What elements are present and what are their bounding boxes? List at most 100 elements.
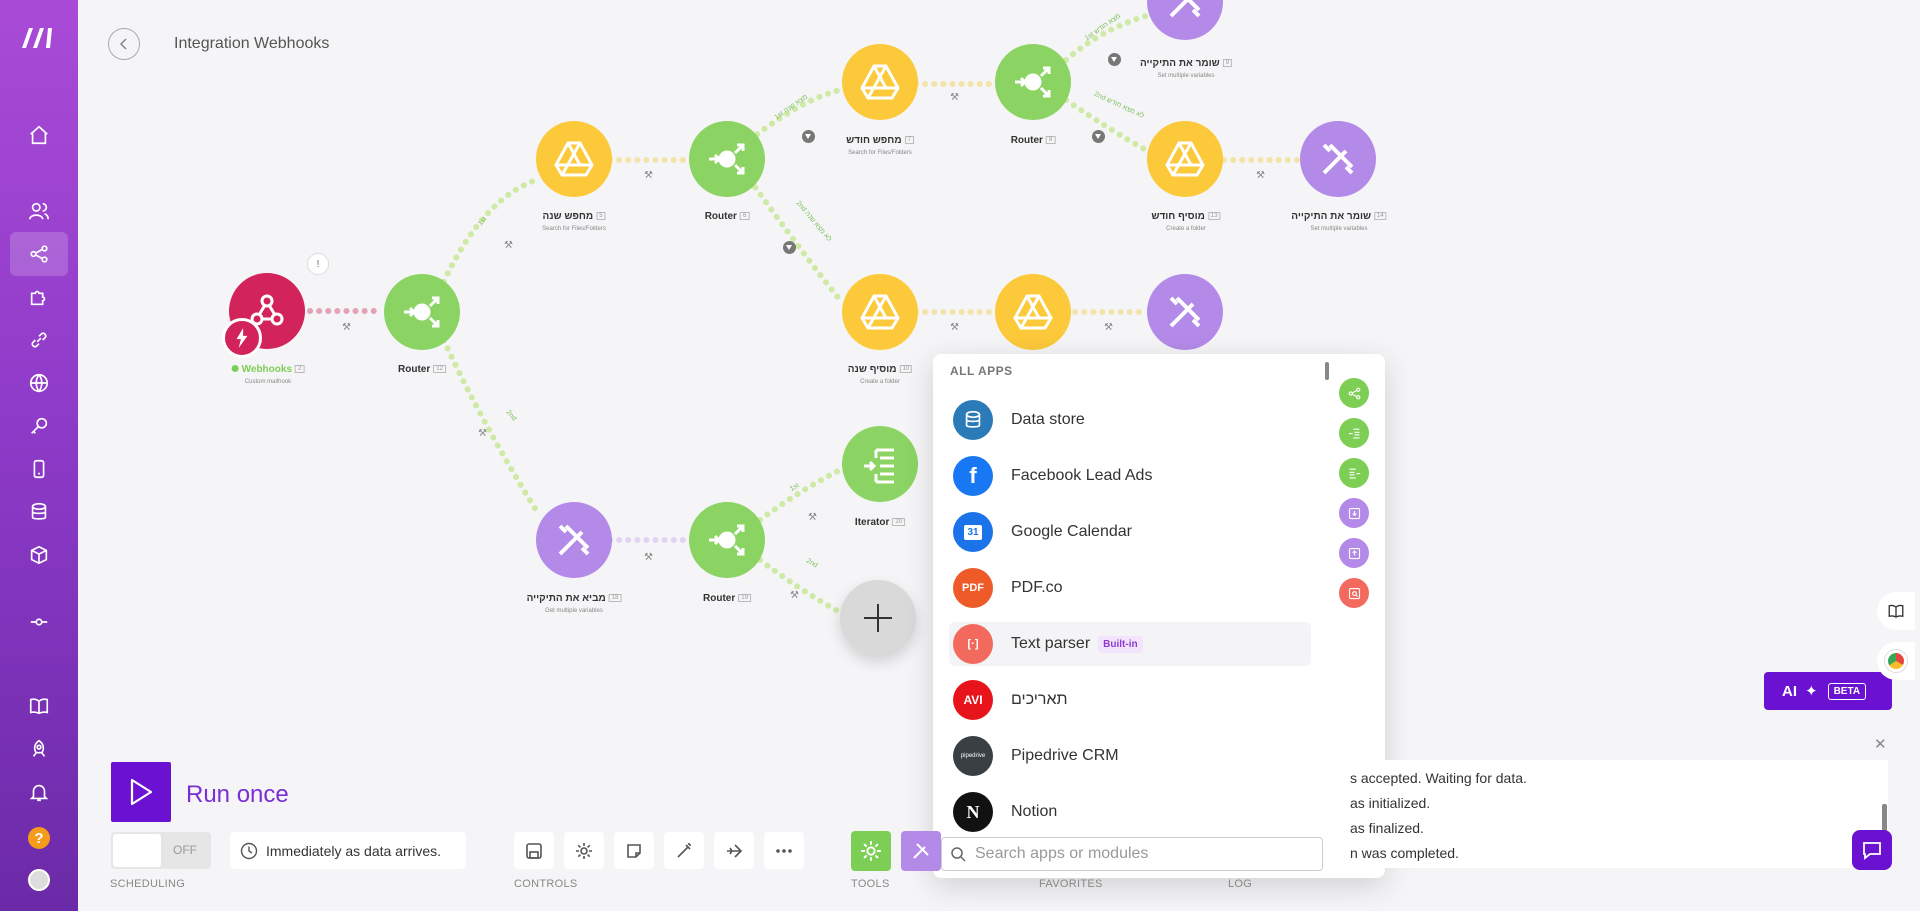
tools-get-folder-node[interactable] [536, 502, 612, 578]
drive-add-month-node[interactable] [1147, 121, 1223, 197]
app-search-field[interactable] [941, 837, 1323, 871]
puzzle-icon [30, 290, 46, 306]
app-item-pdf-co[interactable]: PDF PDF.co [949, 566, 1311, 610]
sidebar-item-custom-functions[interactable] [10, 600, 68, 644]
calendar-day: 31 [964, 524, 982, 540]
close-log-icon[interactable]: ✕ [1874, 736, 1887, 753]
settings-button[interactable] [564, 832, 604, 869]
tools-button[interactable] [851, 831, 891, 871]
log-line: s accepted. Waiting for data. [1350, 770, 1527, 786]
sidebar-item-profile[interactable] [10, 858, 68, 902]
sidebar-item-help[interactable]: ? [10, 816, 68, 860]
upload-icon [1348, 547, 1360, 559]
browser-extension-tab[interactable] [1877, 642, 1915, 680]
app-item-google-calendar[interactable]: 31 Google Calendar [949, 510, 1311, 554]
wrench-icon[interactable]: ⚒ [950, 322, 959, 333]
sidebar-item-team[interactable] [10, 189, 68, 233]
sidebar-item-templates[interactable] [10, 275, 68, 319]
app-item-text-parser[interactable]: [·] Text parser Built-in [949, 622, 1311, 666]
drive-search-year-node[interactable] [536, 121, 612, 197]
wrench-icon[interactable]: ⚒ [950, 92, 959, 103]
wrench-icon[interactable]: ⚒ [1104, 322, 1113, 333]
drive-search-month-node[interactable] [842, 44, 918, 120]
explain-flow-button[interactable] [714, 832, 754, 869]
make-logo[interactable] [20, 24, 58, 52]
filter-icon[interactable] [802, 130, 815, 143]
scheduling-toggle[interactable]: OFF [111, 832, 211, 869]
aggregator-tool-button[interactable] [1339, 458, 1369, 488]
wrench-icon[interactable]: ⚒ [644, 170, 653, 181]
wrench-icon[interactable]: ⚒ [808, 512, 817, 523]
sidebar-item-data-structures[interactable] [10, 533, 68, 577]
router-node-3[interactable] [995, 44, 1071, 120]
router-node-2[interactable] [689, 121, 765, 197]
more-button[interactable] [764, 832, 804, 869]
drive-add-year-node[interactable] [842, 274, 918, 350]
node-index: 18 [608, 594, 622, 603]
users-icon [29, 202, 49, 220]
sidebar-item-keys[interactable] [10, 404, 68, 448]
sidebar-item-whats-new[interactable] [10, 727, 68, 771]
wrench-icon[interactable]: ⚒ [504, 240, 513, 251]
sidebar-item-webhooks[interactable] [10, 361, 68, 405]
wrench-icon[interactable]: ⚒ [478, 428, 487, 439]
wrench-icon[interactable]: ⚒ [790, 590, 799, 601]
schedule-setting-button[interactable]: Immediately as data arrives. [230, 832, 466, 869]
notes-button[interactable] [614, 832, 654, 869]
tools-icon [558, 524, 590, 556]
tools-icon [1169, 296, 1201, 328]
tools-node-unlabeled[interactable] [1147, 274, 1223, 350]
filter-icon[interactable] [1092, 130, 1105, 143]
sidebar-item-scenarios[interactable] [10, 232, 68, 276]
node-sub-search-month: Search for Files/Folders [848, 150, 912, 156]
save-button[interactable] [514, 832, 554, 869]
router-node-4[interactable] [689, 502, 765, 578]
filter-icon[interactable] [1108, 53, 1121, 66]
tools-save-folder-mid-node[interactable] [1300, 121, 1376, 197]
sidebar-item-data-stores[interactable] [10, 490, 68, 534]
sidebar-item-docs[interactable] [10, 684, 68, 728]
back-button[interactable] [108, 28, 140, 60]
warning-icon[interactable]: ! [307, 253, 329, 275]
app-item-facebook-lead-ads[interactable]: f Facebook Lead Ads [949, 454, 1311, 498]
app-item-dates[interactable]: AVI תאריכים [949, 678, 1311, 722]
wrench-icon[interactable]: ⚒ [342, 322, 351, 333]
app-search-input[interactable] [975, 845, 1295, 863]
scenario-title[interactable]: Integration Webhooks [174, 35, 330, 52]
text-search-tool-button[interactable] [1339, 578, 1369, 608]
set-variable-tool-button[interactable] [1339, 498, 1369, 528]
wrench-icon[interactable]: ⚒ [644, 552, 653, 563]
log-scrollbar[interactable] [1882, 804, 1887, 844]
add-year-label-text: מוסיף שנה [847, 364, 897, 375]
drive-node-unlabeled[interactable] [995, 274, 1071, 350]
wrench-icon[interactable]: ⚒ [1256, 170, 1265, 181]
docs-side-tab[interactable] [1877, 592, 1915, 630]
router-tool-button[interactable] [1339, 378, 1369, 408]
picker-scrollbar[interactable] [1325, 362, 1329, 380]
router-node-1[interactable] [384, 274, 460, 350]
google-drive-icon [860, 294, 900, 330]
auto-align-button[interactable] [664, 832, 704, 869]
sidebar-item-notifications[interactable] [10, 770, 68, 814]
add-module-button[interactable] [840, 580, 916, 656]
sidebar-item-home[interactable] [10, 113, 68, 157]
app-item-data-store[interactable]: Data store [949, 398, 1311, 442]
help-chat-button[interactable] [1852, 830, 1892, 870]
sidebar-item-connections[interactable] [10, 318, 68, 362]
router-icon [404, 296, 440, 328]
tools-more-button[interactable] [901, 831, 941, 871]
run-once-button[interactable] [111, 762, 171, 822]
ai-assistant-button[interactable]: AI ✦ BETA [1764, 672, 1892, 710]
iterator-tool-button[interactable] [1339, 418, 1369, 448]
app-name: Notion [1011, 803, 1058, 820]
sidebar-item-devices[interactable] [10, 447, 68, 491]
pipedrive-icon: pipedrive [953, 736, 993, 776]
app-item-notion[interactable]: N Notion [949, 790, 1311, 834]
node-index: 5 [596, 212, 606, 221]
text-parser-icon: [·] [953, 624, 993, 664]
get-variable-tool-button[interactable] [1339, 538, 1369, 568]
filter-icon[interactable] [783, 241, 796, 254]
run-once-label[interactable]: Run once [186, 781, 289, 808]
app-item-pipedrive[interactable]: pipedrive Pipedrive CRM [949, 734, 1311, 778]
iterator-node[interactable] [842, 426, 918, 502]
